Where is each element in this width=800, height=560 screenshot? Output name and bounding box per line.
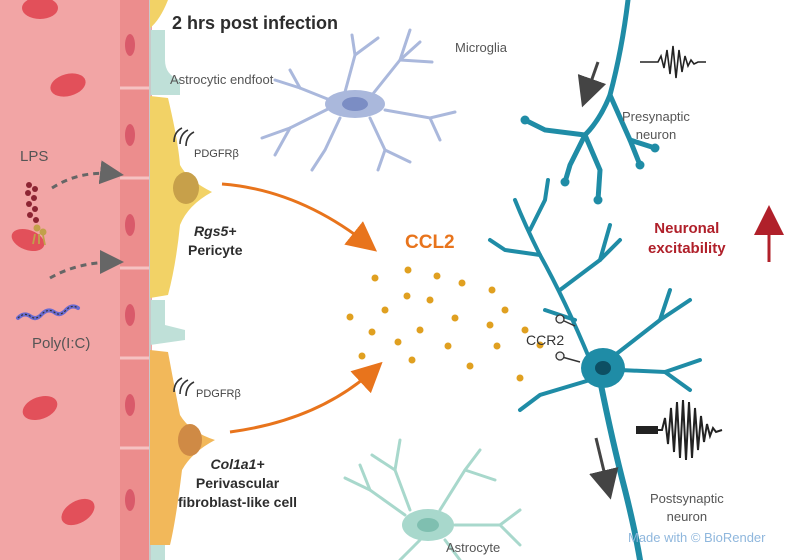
fibroblast-label: Col1a1+ Perivascular fibroblast-like cel… <box>178 455 297 512</box>
postsynaptic-neuron-label: Postsynaptic neuron <box>650 491 724 524</box>
poly-ic-entry-arrow <box>49 250 124 280</box>
pdgfrb-label-fibroblast: PDGFRβ <box>196 388 241 400</box>
diagram-title: 2 hrs post infection <box>172 13 339 33</box>
presynaptic-signal-waveform <box>640 45 706 79</box>
pericyte-cell <box>150 0 168 28</box>
ccr2-receptor-icon <box>555 314 581 363</box>
neuronal-excitability-label: Neuronal excitability <box>648 220 726 257</box>
lps-molecule-icon <box>25 182 47 246</box>
fibroblast-name-label-2: fibroblast-like cell <box>178 494 298 510</box>
astrocyte-cell <box>343 438 522 560</box>
presynaptic-neuron-label: Presynaptic neuron <box>622 109 690 142</box>
ccl2-label: CCL2 <box>405 232 455 253</box>
fibroblast-ccl2-arrow <box>229 361 383 434</box>
biorender-watermark: Made with © BioRender <box>628 530 766 545</box>
pericyte-name-label: Pericyte <box>188 242 243 258</box>
red-blood-cells <box>11 0 95 526</box>
presynaptic-terminals <box>520 115 660 205</box>
microglia-label: Microglia <box>455 40 508 55</box>
pericyte-nucleus <box>173 172 199 204</box>
postsynaptic-signal-waveform <box>638 399 723 461</box>
poly-ic-label: Poly(I:C) <box>32 335 91 352</box>
microglia-cell <box>260 28 457 172</box>
pericyte-label: Rgs5+ Pericyte <box>188 222 242 260</box>
postsynaptic-nucleus <box>595 361 611 375</box>
pdgfrb-receptor-icon <box>173 127 195 397</box>
fibroblast-gene-label: Col1a1+ <box>210 456 265 472</box>
lps-label: LPS <box>20 148 49 165</box>
ccl2-particles <box>346 266 544 382</box>
pdgfrb-label-pericyte: PDGFRβ <box>194 148 239 160</box>
poly-ic-strand-icon <box>17 305 79 319</box>
postsynaptic-direction-arrow <box>589 437 619 500</box>
endothelial-nuclei <box>125 34 135 511</box>
lps-entry-arrow <box>51 160 124 190</box>
ccr2-label: CCR2 <box>526 332 565 348</box>
astrocytic-endfoot-label: Astrocytic endfoot <box>170 72 274 87</box>
microglia-nucleus <box>342 97 368 111</box>
pericyte-ccl2-arrow <box>221 182 378 252</box>
astrocyte-label: Astrocyte <box>446 540 501 555</box>
fibroblast-nucleus <box>178 424 202 456</box>
fibroblast-name-label: Perivascular <box>195 475 280 491</box>
endothelial-wall <box>120 0 150 560</box>
presynaptic-direction-arrow <box>577 61 607 108</box>
pericyte-gene-label: Rgs5+ <box>194 223 237 239</box>
endothelial-cell-dividers <box>120 86 150 450</box>
postsynaptic-neuron <box>488 178 702 560</box>
astrocyte-nucleus <box>417 518 439 532</box>
presynaptic-neuron <box>522 0 658 203</box>
postsynaptic-signal-base <box>636 426 658 434</box>
